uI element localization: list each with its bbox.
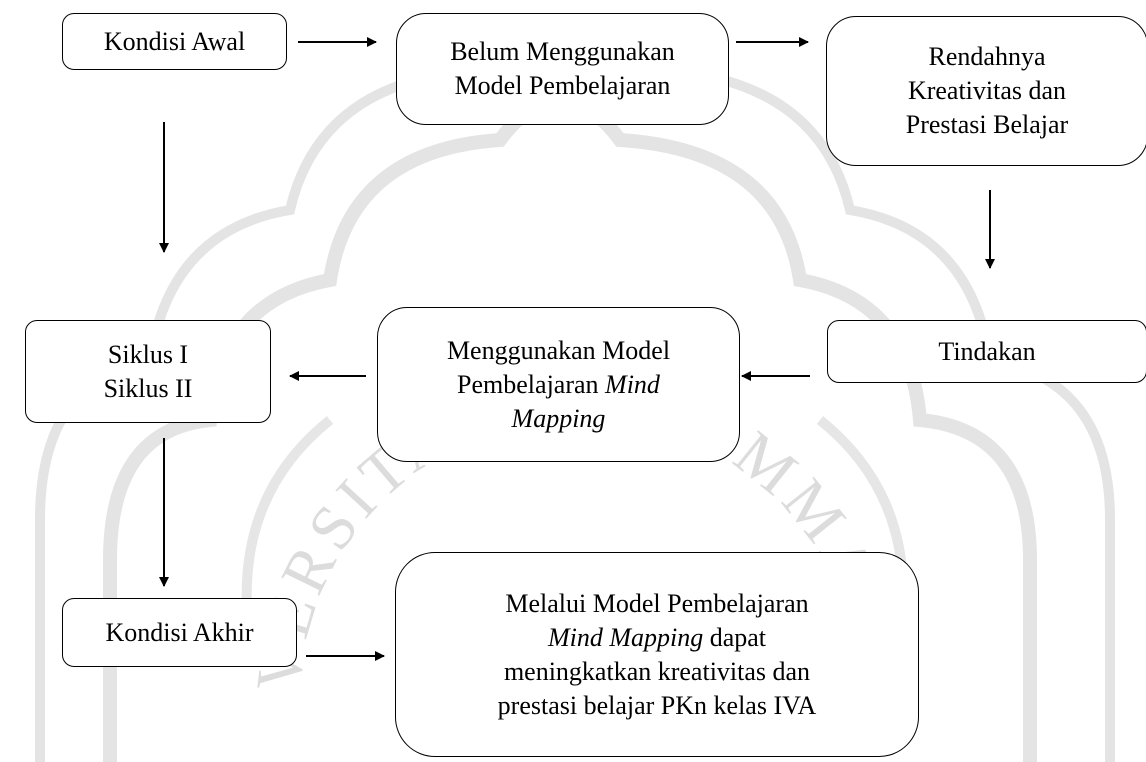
box-tindakan: Tindakan — [827, 320, 1146, 383]
menggunakan-line-3: Mapping — [512, 402, 606, 436]
menggunakan-line-3-italic: Mapping — [511, 403, 606, 433]
box-menggunakan-model: Menggunakan Model Pembelajaran Mind Mapp… — [377, 307, 740, 462]
kondisi-akhir-label: Kondisi Akhir — [105, 617, 254, 647]
box-belum-menggunakan: Belum Menggunakan Model Pembelajaran — [396, 13, 729, 125]
belum-line-2: Model Pembelajaran — [454, 71, 671, 100]
melalui-line-3: meningkatkan kreativitas dan — [503, 656, 811, 686]
siklus-line-1: Siklus I — [107, 339, 189, 369]
belum-line-1: Belum Menggunakan — [450, 37, 675, 66]
melalui-line-1: Melalui Model Pembelajaran — [505, 588, 809, 618]
box-rendahnya: Rendahnya Kreativitas dan Prestasi Belaj… — [826, 16, 1146, 166]
rendahnya-line-1: Rendahnya — [928, 42, 1046, 71]
menggunakan-line-1: Menggunakan Model — [446, 335, 671, 365]
rendahnya-line-2: Kreativitas dan — [907, 76, 1067, 105]
kondisi-awal-label: Kondisi Awal — [103, 26, 246, 56]
rendahnya-line-3: Prestasi Belajar — [905, 110, 1069, 139]
siklus-line-2: Siklus II — [103, 373, 193, 403]
box-kondisi-akhir: Kondisi Akhir — [62, 598, 297, 667]
melalui-line-2-italic: Mind Mapping — [547, 622, 704, 652]
box-kondisi-awal: Kondisi Awal — [62, 13, 287, 70]
box-melalui-model: Melalui Model Pembelajaran Mind Mapping … — [395, 552, 919, 757]
tindakan-label: Tindakan — [938, 336, 1036, 366]
melalui-line-2: Mind Mapping dapat — [548, 621, 766, 655]
box-siklus: Siklus I Siklus II — [25, 320, 271, 423]
menggunakan-line-2-italic: Mind — [605, 369, 660, 399]
menggunakan-line-2: Pembelajaran Mind — [457, 368, 660, 402]
melalui-line-4: prestasi belajar PKn kelas IVA — [497, 690, 817, 720]
menggunakan-line-2-normal: Pembelajaran — [457, 369, 606, 399]
melalui-line-2-normal: dapat — [703, 622, 767, 652]
